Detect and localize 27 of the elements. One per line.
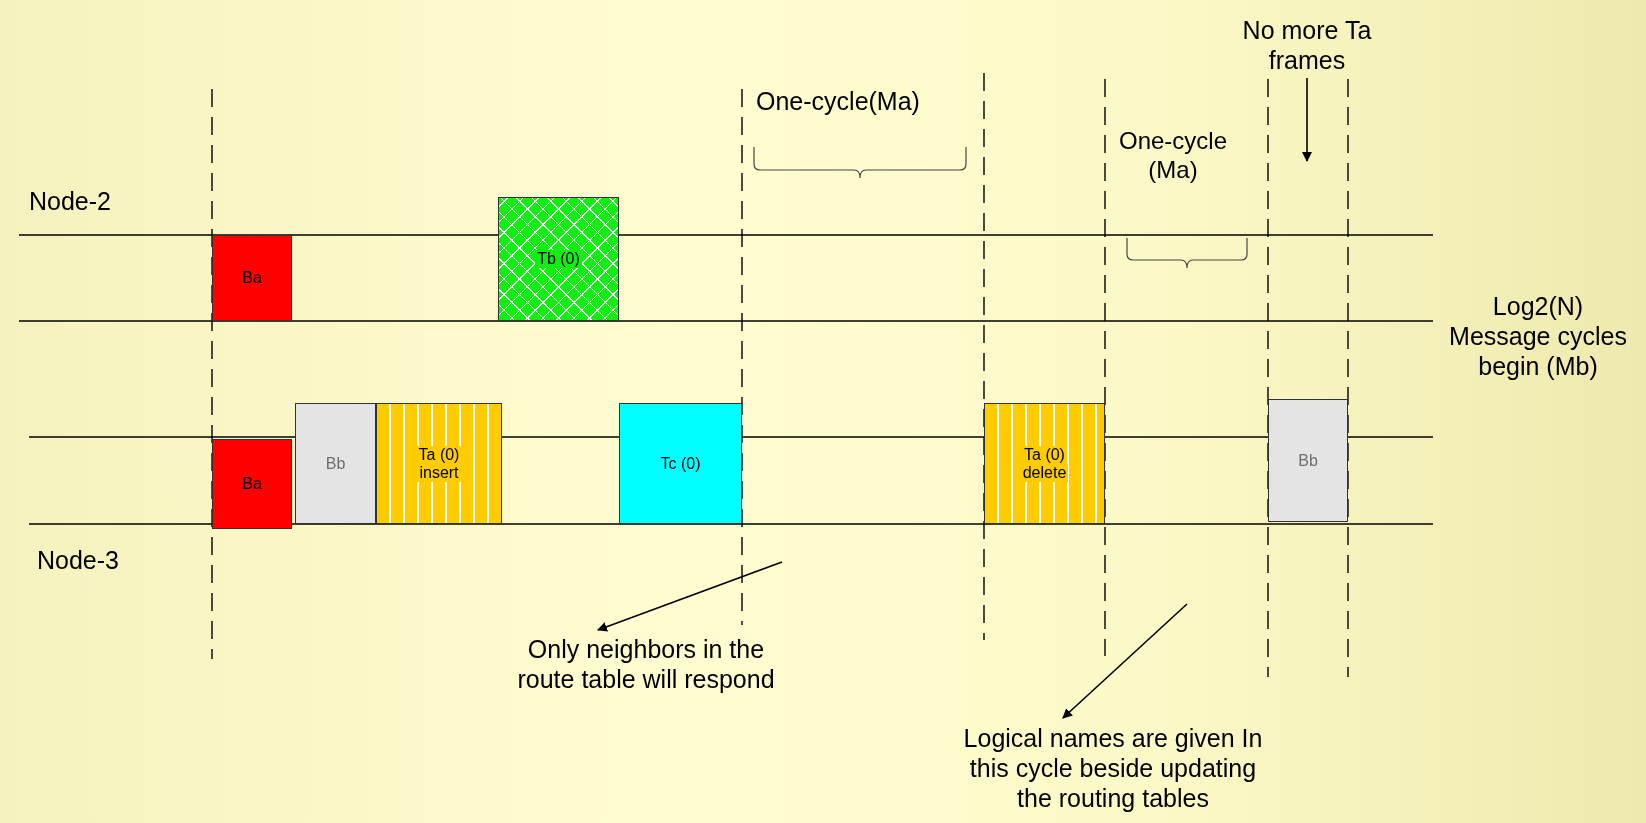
frame-label: Ta (0) (1022, 445, 1067, 464)
frame-box (984, 403, 1105, 524)
frame-label: Bb (325, 454, 346, 473)
frame-label: Ba (242, 475, 262, 493)
annotation-text: Log2(N) Message cycles begin (Mb) (1448, 291, 1628, 381)
frame-box (498, 197, 619, 321)
annotation-text: Only neighbors in the route table will respond (516, 634, 776, 694)
frame-label: Ba (242, 269, 262, 287)
frame-box (376, 403, 502, 524)
frame-box (295, 403, 376, 524)
lane-label: Node-3 (37, 545, 119, 575)
frame-box (619, 403, 742, 524)
frame-label: Ta (0) (416, 445, 462, 464)
arrow (1062, 603, 1188, 719)
lane-label: Node-2 (29, 186, 111, 216)
arrow (597, 561, 783, 632)
frame-label: Bb (1298, 451, 1318, 470)
frame-box (212, 439, 292, 529)
frame-box (212, 235, 292, 321)
frame-label: Tb (0) (535, 250, 582, 268)
frame-label: Tc (0) (660, 454, 701, 473)
annotation-text: No more Ta frames (1241, 15, 1373, 75)
annotation-text: Logical names are given In this cycle beside updating the routing tables (962, 723, 1264, 813)
cycle-label: One-cycle(Ma) (756, 86, 920, 116)
arrow (1302, 77, 1312, 162)
frame-box (1268, 399, 1348, 522)
cycle-label: One-cycle (Ma) (1117, 127, 1228, 185)
